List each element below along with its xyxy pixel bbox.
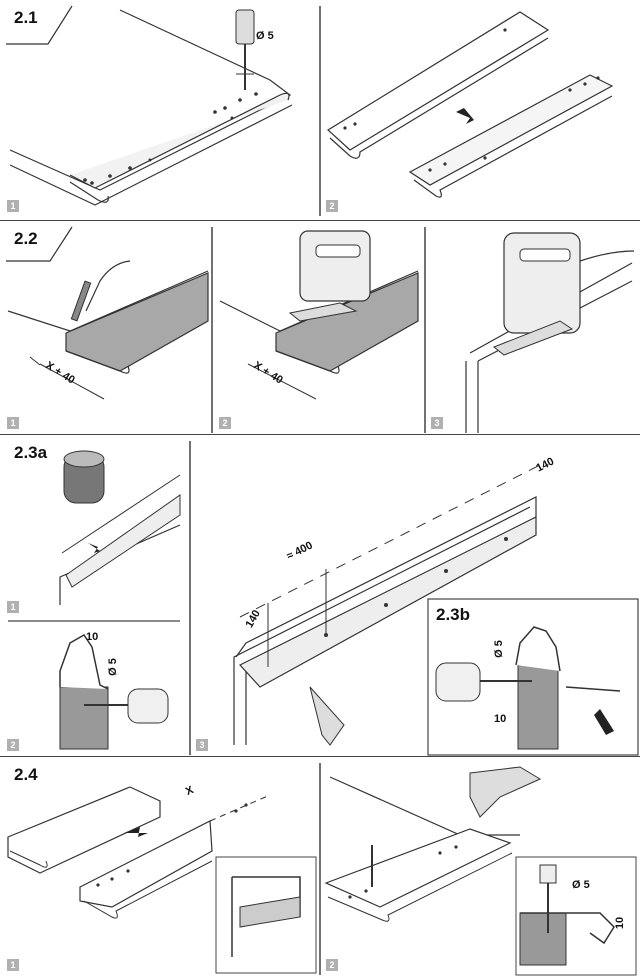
section-2-2: 2.2 bbox=[0, 220, 640, 435]
section-2-3b-title: 2.3b bbox=[436, 605, 471, 624]
section-2-3a-diameter: Ø 5 bbox=[106, 658, 119, 676]
section-2-3-drawing bbox=[8, 441, 639, 756]
section-2-3b-diameter: Ø 5 bbox=[492, 640, 505, 658]
section-2-2-panel-2-tag: 2 bbox=[219, 417, 231, 429]
section-2-1-diameter-label: Ø 5 bbox=[256, 30, 274, 42]
section-2-1-panel-2-tag: 2 bbox=[326, 200, 338, 212]
section-2-3a-dim-10: 10 bbox=[86, 631, 99, 643]
section-2-3a-title: 2.3a bbox=[14, 443, 48, 462]
section-2-1-panel-1-tag: 1 bbox=[7, 200, 19, 212]
section-2-1-title: 2.1 bbox=[14, 8, 38, 27]
section-2-2-panel-1-tag: 1 bbox=[7, 417, 19, 429]
section-2-4-panel-1-tag: 1 bbox=[7, 959, 19, 971]
section-2-3b-dim-10: 10 bbox=[494, 713, 507, 725]
section-2-4-drawing bbox=[7, 763, 637, 976]
section-2-4-dim-10: 10 bbox=[614, 916, 627, 930]
section-2-4-panel-2-tag: 2 bbox=[326, 959, 338, 971]
section-2-4-title: 2.4 bbox=[14, 765, 38, 784]
section-2-3: 2.3a bbox=[0, 434, 640, 757]
section-2-3a-panel-1-tag: 1 bbox=[7, 601, 19, 613]
section-2-1-drawing bbox=[6, 5, 614, 216]
section-2-4: 2.4 X Ø 5 bbox=[0, 756, 640, 977]
section-2-3-panel-3-tag: 3 bbox=[196, 739, 208, 751]
section-2-4-diameter: Ø 5 bbox=[572, 879, 590, 891]
section-2-2-title: 2.2 bbox=[14, 229, 38, 248]
section-2-2-drawing bbox=[6, 226, 635, 433]
section-2-3a-panel-2-tag: 2 bbox=[7, 739, 19, 751]
section-2-2-panel-3-tag: 3 bbox=[431, 417, 443, 429]
